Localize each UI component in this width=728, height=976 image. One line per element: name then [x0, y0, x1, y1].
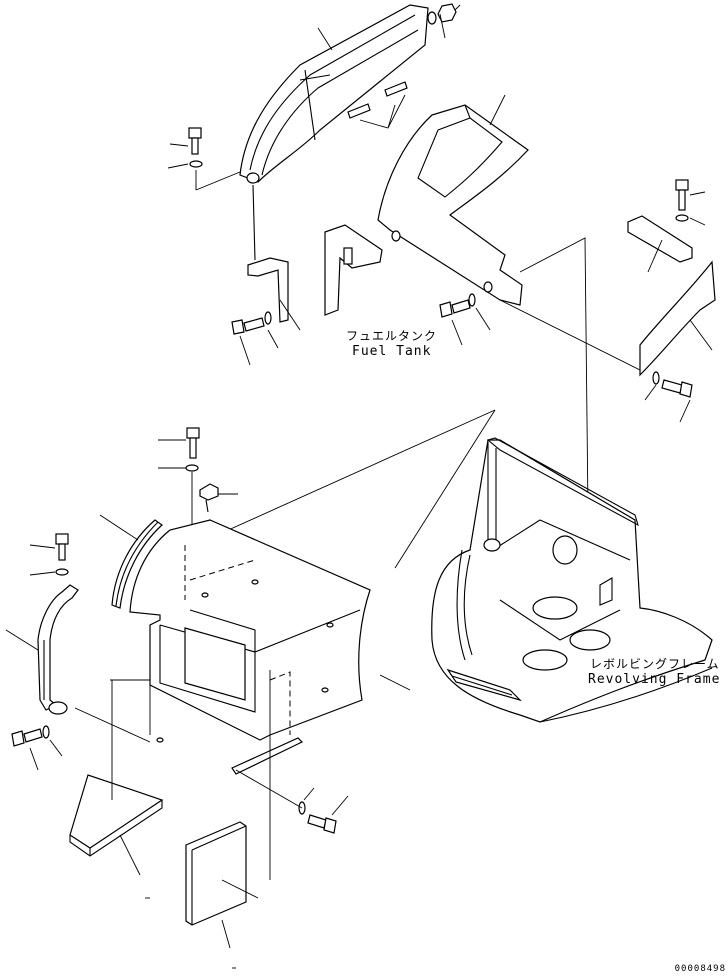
bolt-bracket: [231, 311, 272, 335]
bolt-lower-center: [185, 427, 200, 472]
bolt-left-top: [55, 533, 69, 576]
pad-triangle: [69, 774, 164, 857]
curved-side-cover: [239, 4, 429, 184]
bolt-left-bottom: [11, 725, 50, 747]
bolt-upper-right: [675, 179, 689, 222]
bolt-upper-left: [188, 127, 203, 168]
nut-washer-top: [427, 3, 457, 25]
side-panel-right: [639, 260, 716, 377]
clip: [199, 483, 219, 513]
bolt-lower-right: [298, 801, 337, 834]
revolving-frame: [431, 437, 713, 723]
fuel-tank-bracket-plate: [324, 224, 383, 316]
fuel-tank-label-en: Fuel Tank: [352, 344, 432, 359]
pad-rectangle: [185, 821, 247, 926]
seal-strip: [111, 519, 163, 609]
breather-pipe: [37, 584, 79, 715]
bolt-side-right: [652, 371, 693, 398]
fuel-tank-label-jp: フュエルタンク: [346, 329, 438, 343]
revolving-frame-label-jp: レボルビングフレーム: [590, 657, 720, 671]
bar-bracket: [627, 215, 693, 263]
bracket: [247, 257, 289, 323]
rear-top-cover: [377, 104, 529, 306]
drawing-code: 00008498: [674, 964, 726, 974]
bolt-cover-center: [439, 293, 476, 318]
tank-cover: [129, 519, 371, 743]
step-plate: [231, 737, 304, 775]
revolving-frame-label-en: Revolving Frame: [588, 672, 721, 687]
spacer-blocks: [347, 81, 408, 119]
